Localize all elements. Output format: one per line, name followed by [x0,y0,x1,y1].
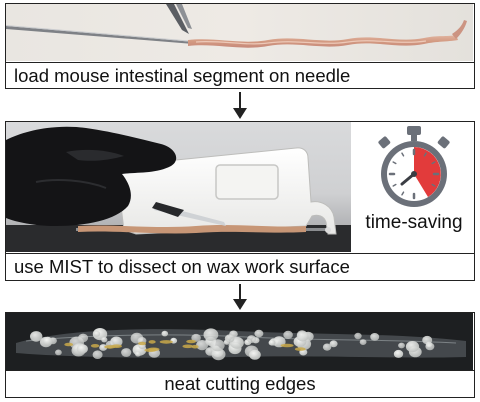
step-3-panel: neat cutting edges [5,312,475,398]
cut-intestine-photo [6,313,473,370]
mist-dissection-photo [6,122,351,252]
down-arrow-icon [231,283,249,311]
down-arrow-icon [231,91,249,120]
step-2-caption: use MIST to dissect on wax work surface [6,253,474,280]
step-2-panel: time-saving use MIST to dissect on wax w… [5,121,475,281]
step-3-caption: neat cutting edges [6,370,474,397]
intestine-on-needle-photo [6,4,473,61]
time-saving-label: time-saving [365,212,463,233]
stopwatch-icon [378,126,450,207]
step-1-caption: load mouse intestinal segment on needle [6,62,474,88]
step-1-panel: load mouse intestinal segment on needle [5,3,475,89]
time-saving-badge: time-saving [354,122,474,252]
